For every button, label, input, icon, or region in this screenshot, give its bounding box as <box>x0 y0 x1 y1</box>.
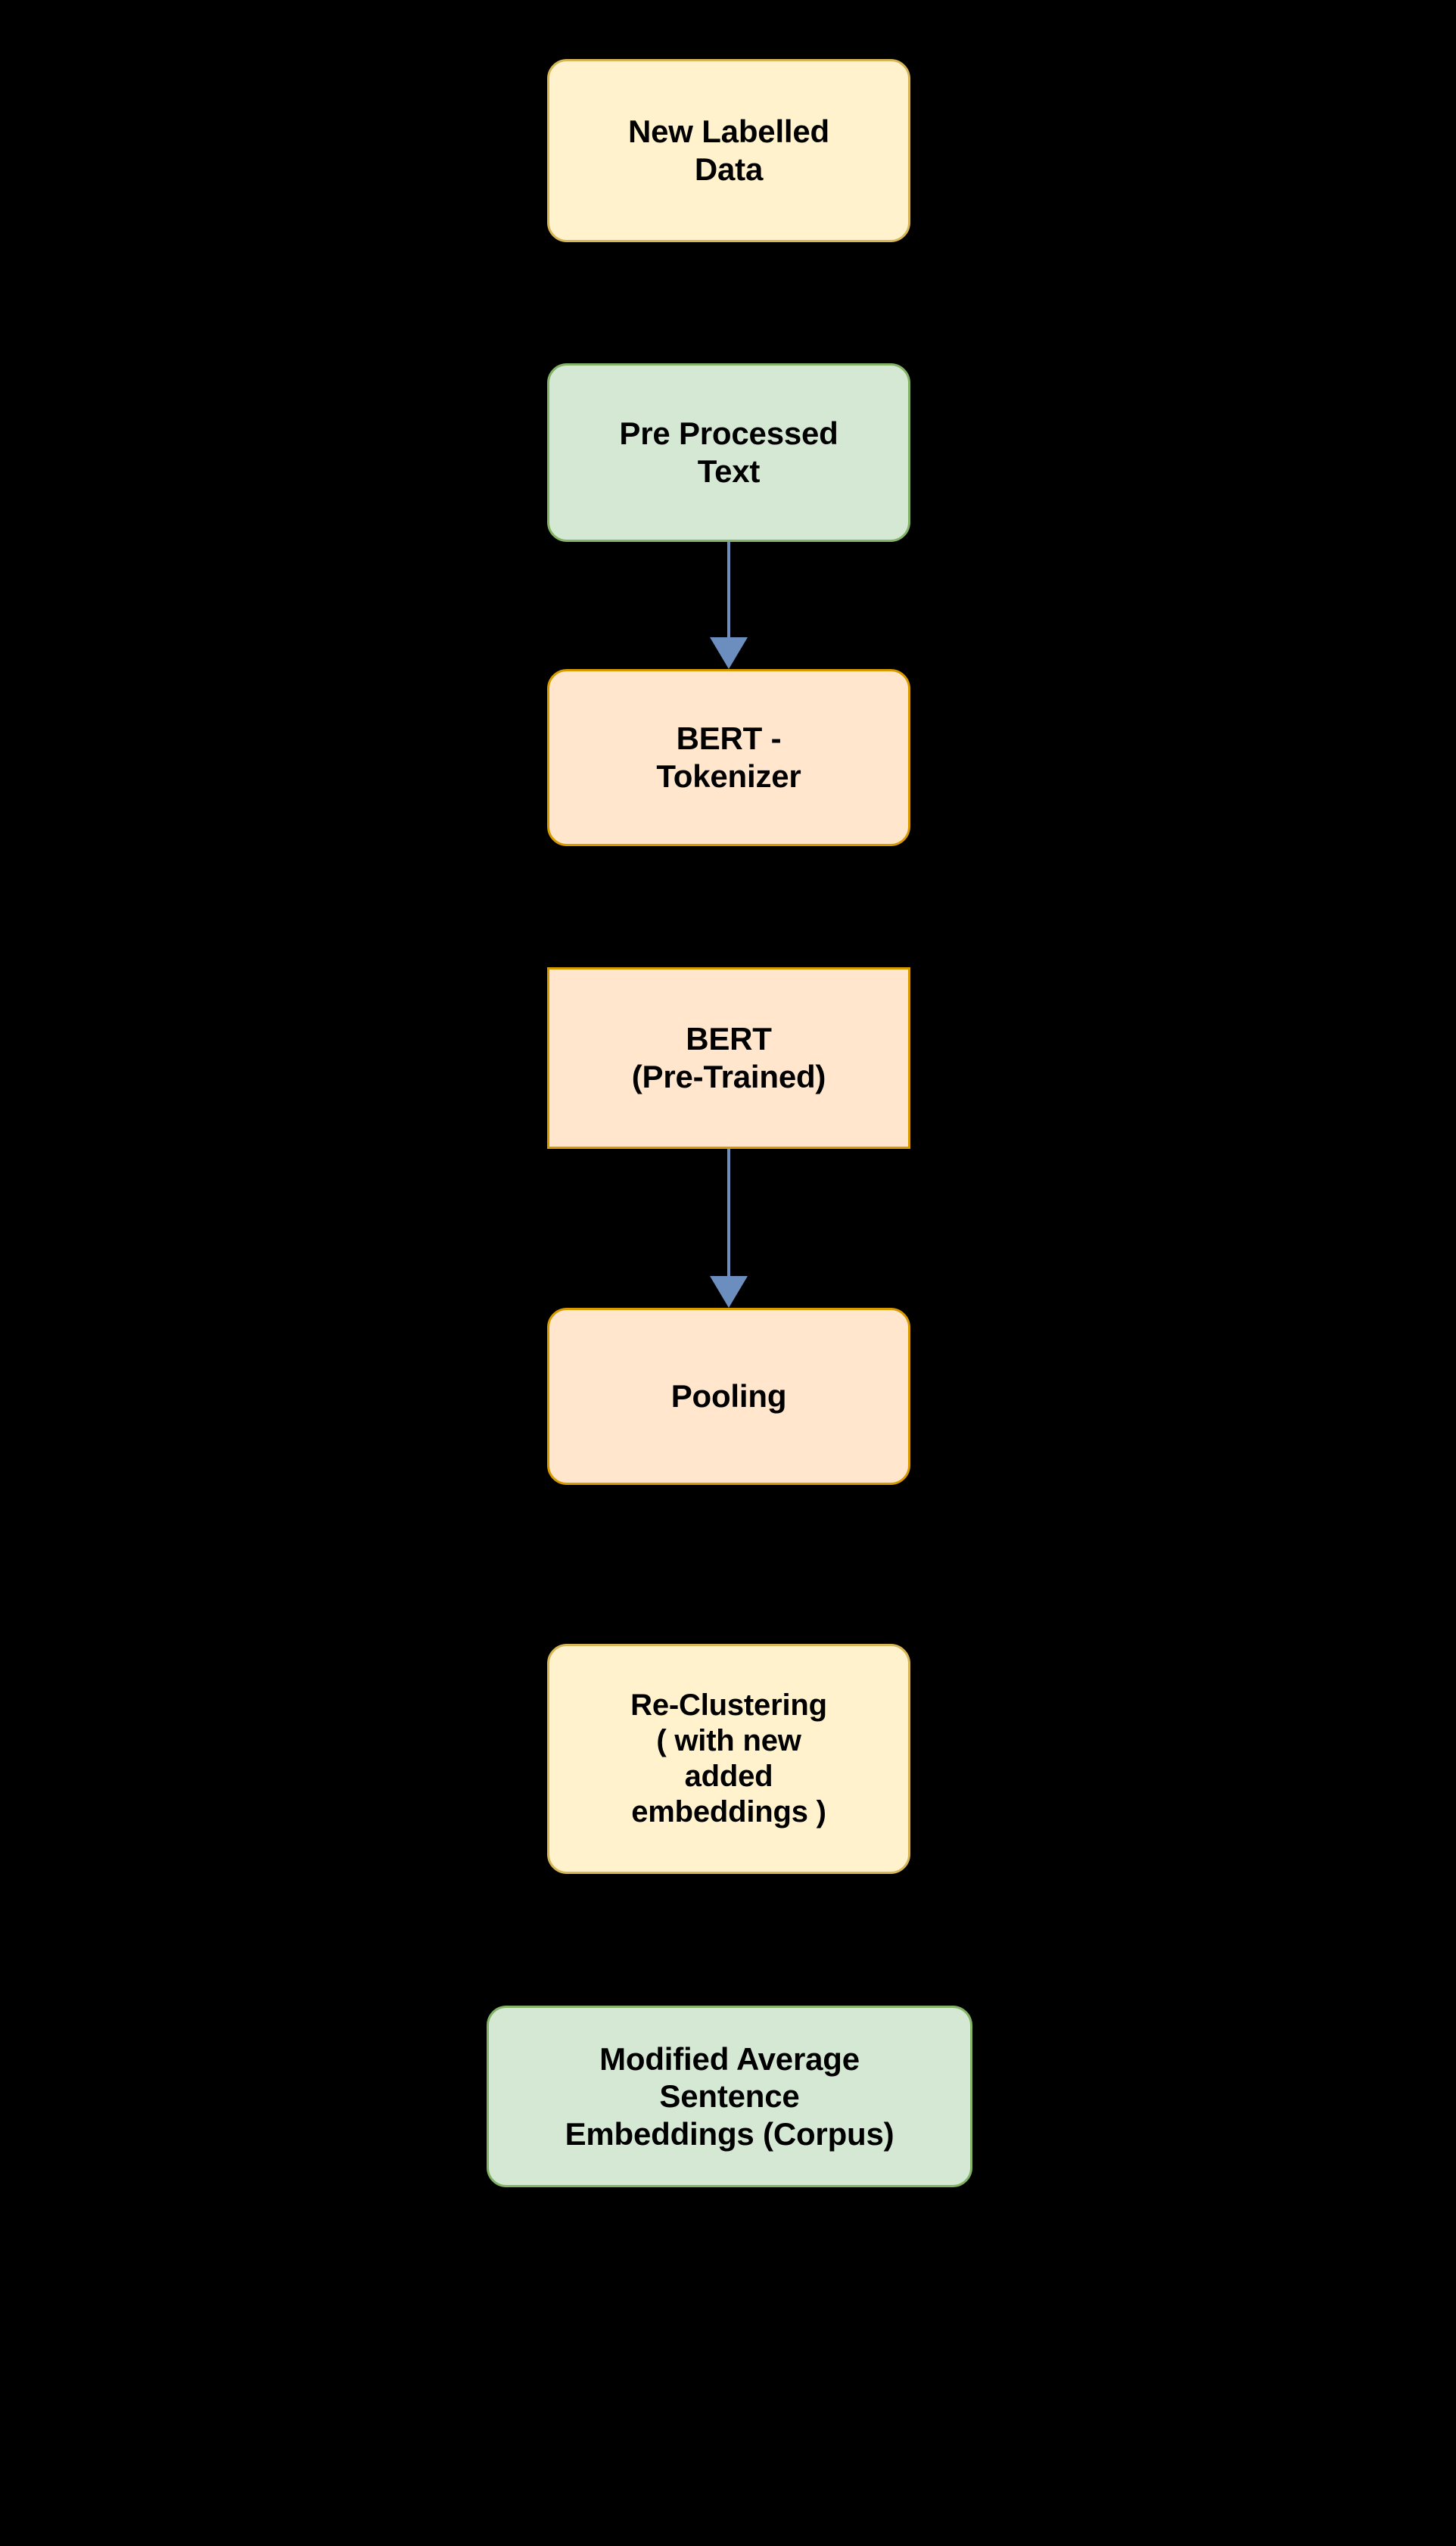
node-pre-processed-text[interactable]: Pre Processed Text <box>547 363 910 542</box>
arrow-pre-processed-text-to-bert-tokenizer <box>698 542 759 669</box>
arrow-head-icon <box>710 1276 748 1308</box>
arrow-head-icon <box>710 637 748 669</box>
node-new-labelled-data[interactable]: New Labelled Data <box>547 59 910 242</box>
node-bert-pretrained[interactable]: BERT (Pre-Trained) <box>547 967 910 1149</box>
node-modified-average-sentence-embeddings[interactable]: Modified Average Sentence Embeddings (Co… <box>487 2006 972 2187</box>
node-re-clustering[interactable]: Re-Clustering ( with new added embedding… <box>547 1644 910 1874</box>
node-pooling[interactable]: Pooling <box>547 1308 910 1485</box>
arrow-shaft <box>727 542 730 640</box>
arrow-bert-pretrained-to-pooling <box>698 1149 759 1308</box>
arrow-shaft <box>727 1149 730 1279</box>
node-bert-tokenizer[interactable]: BERT - Tokenizer <box>547 669 910 846</box>
